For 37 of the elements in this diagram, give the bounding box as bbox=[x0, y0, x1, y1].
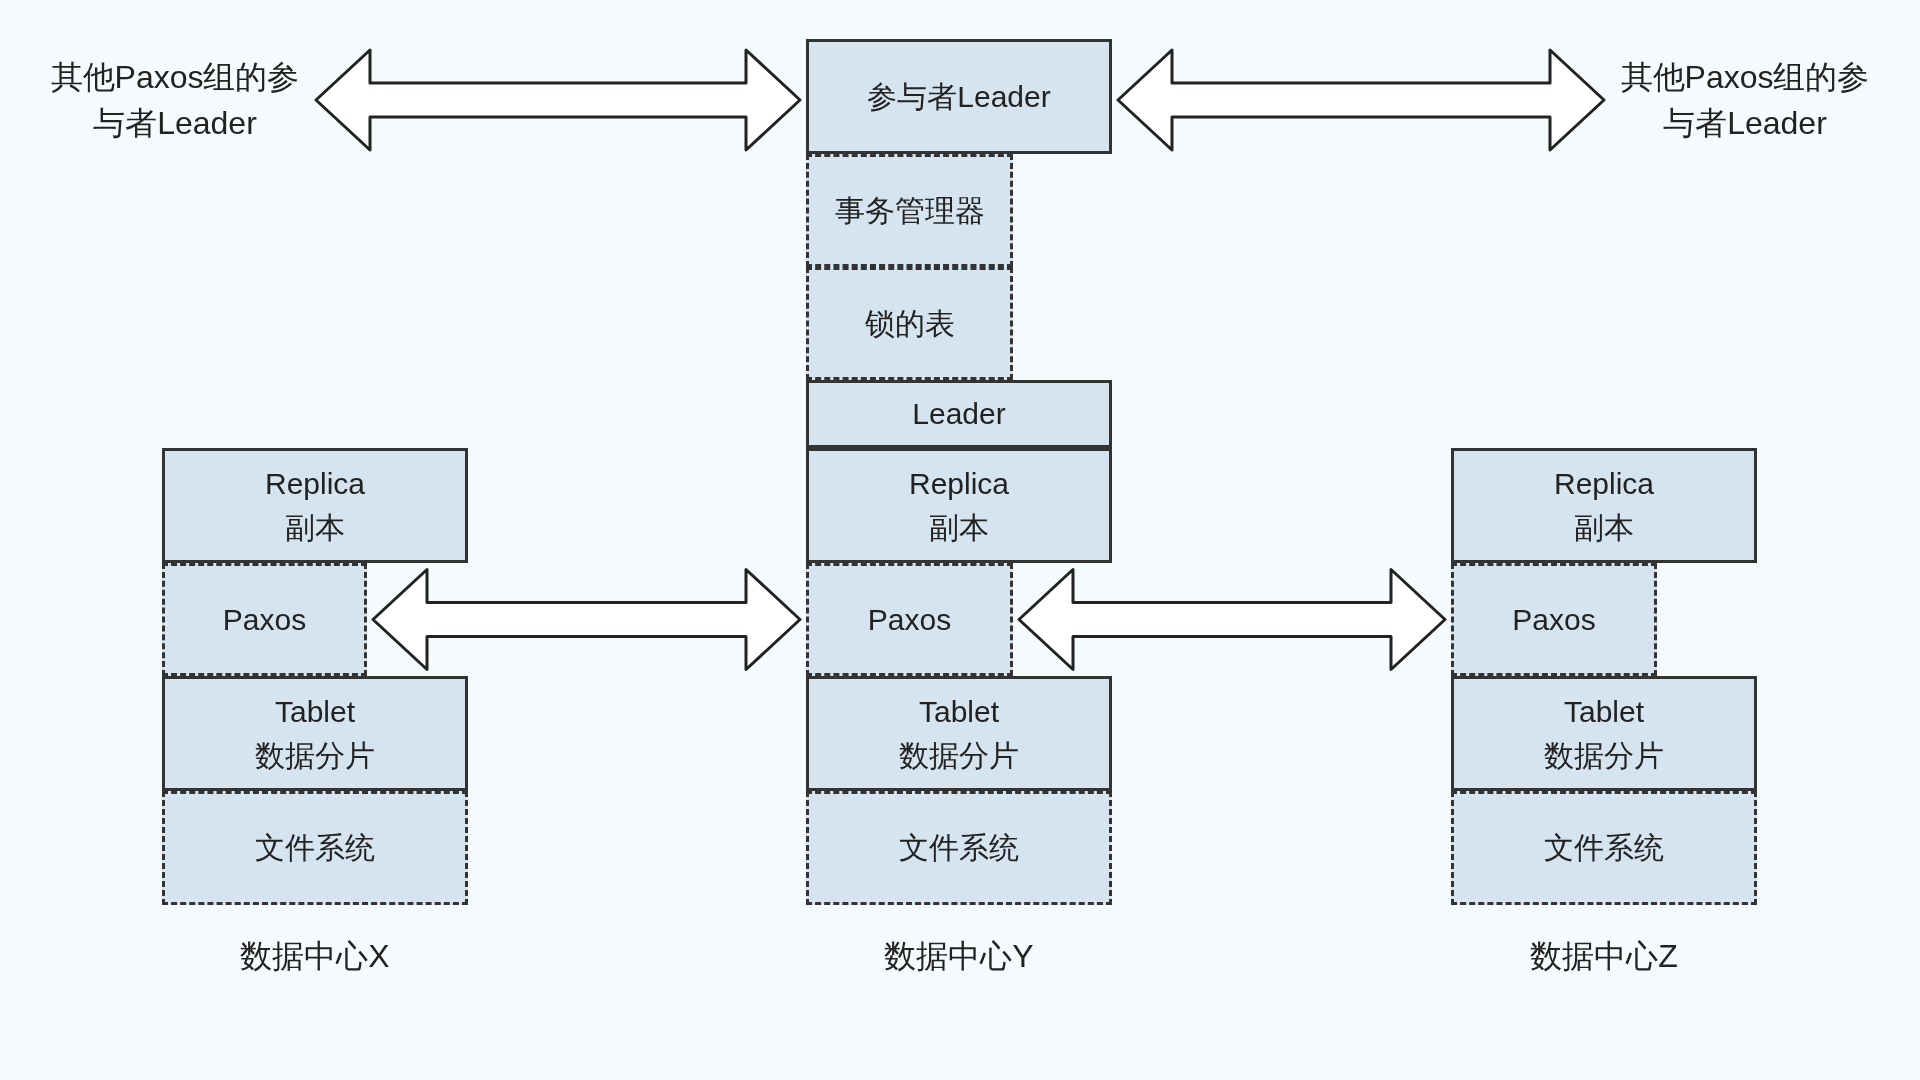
file-system-box: 文件系统 bbox=[162, 791, 468, 905]
box-label: Replica bbox=[1553, 466, 1655, 502]
tablet-box bbox=[162, 676, 468, 791]
tablet-box bbox=[806, 676, 1112, 791]
box-label: 副本 bbox=[929, 509, 989, 546]
box-label: 副本 bbox=[285, 509, 345, 546]
double-arrow bbox=[1116, 48, 1606, 152]
paxos-box: Paxos bbox=[1451, 563, 1657, 676]
double-arrow bbox=[1017, 568, 1447, 671]
data-center-label: 数据中心Y bbox=[884, 937, 1034, 976]
box-label: Tablet bbox=[274, 694, 356, 730]
leader-box: 参与者Leader bbox=[806, 39, 1112, 154]
node-label: 其他Paxos组的参与者Leader bbox=[40, 50, 310, 150]
replica-box bbox=[1451, 448, 1757, 563]
data-center-label: 数据中心Z bbox=[1530, 937, 1678, 976]
file-system-box: 文件系统 bbox=[806, 791, 1112, 905]
replica-box bbox=[162, 448, 468, 563]
data-center-label: 数据中心X bbox=[240, 937, 390, 976]
box-label: 数据分片 bbox=[1544, 737, 1664, 774]
box-label: 数据分片 bbox=[255, 737, 375, 774]
double-arrow bbox=[371, 568, 802, 671]
leader-box: Leader bbox=[806, 380, 1112, 448]
lock-table-box: 锁的表 bbox=[806, 267, 1013, 380]
box-label: Tablet bbox=[918, 694, 1000, 730]
box-label: 副本 bbox=[1574, 509, 1634, 546]
replica-box bbox=[806, 448, 1112, 563]
box-label: Replica bbox=[264, 466, 366, 502]
paxos-box: Paxos bbox=[162, 563, 367, 676]
box-label: 数据分片 bbox=[899, 737, 1019, 774]
paxos-box: Paxos bbox=[806, 563, 1013, 676]
node-label: 其他Paxos组的参与者Leader bbox=[1610, 50, 1880, 150]
double-arrow bbox=[314, 48, 802, 152]
box-label: Replica bbox=[908, 466, 1010, 502]
box-label: Tablet bbox=[1563, 694, 1645, 730]
file-system-box: 文件系统 bbox=[1451, 791, 1757, 905]
tablet-box bbox=[1451, 676, 1757, 791]
manager-box: 事务管理器 bbox=[806, 154, 1013, 267]
